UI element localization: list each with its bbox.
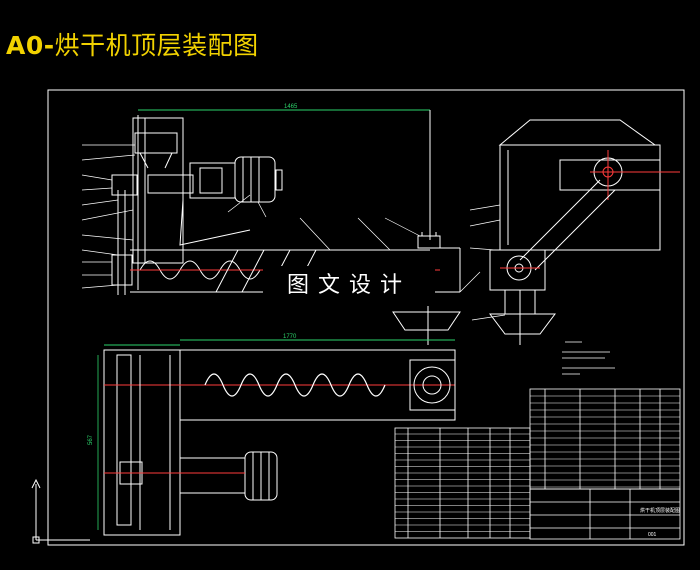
leader-lines-top xyxy=(227,194,481,293)
notes-block xyxy=(562,341,615,375)
watermark: 图文设计 xyxy=(263,266,435,306)
tb-number: 001 xyxy=(648,532,657,538)
plan-view-lower xyxy=(103,339,456,536)
drawing-title: A0-烘干机顶层装配图 xyxy=(6,26,259,62)
dim-lower: 1770 xyxy=(283,334,297,340)
front-view-upper xyxy=(111,109,461,345)
title-prefix: A0- xyxy=(6,31,55,60)
leader-lines-left xyxy=(81,144,136,289)
screw-flights-lower xyxy=(204,373,386,397)
tb-drawing-name: 烘干机顶层装配图 xyxy=(640,507,680,514)
side-view xyxy=(469,119,680,345)
dim-top: 1465 xyxy=(284,104,298,110)
dim-side: 567 xyxy=(88,434,94,445)
ucs-icon xyxy=(31,478,90,544)
parts-list-rows xyxy=(395,395,680,532)
parts-list-right xyxy=(529,388,681,490)
drawing-frame xyxy=(47,89,685,546)
title-text: 烘干机顶层装配图 xyxy=(54,31,259,60)
parts-list-left xyxy=(394,427,531,539)
title-block xyxy=(529,488,681,540)
